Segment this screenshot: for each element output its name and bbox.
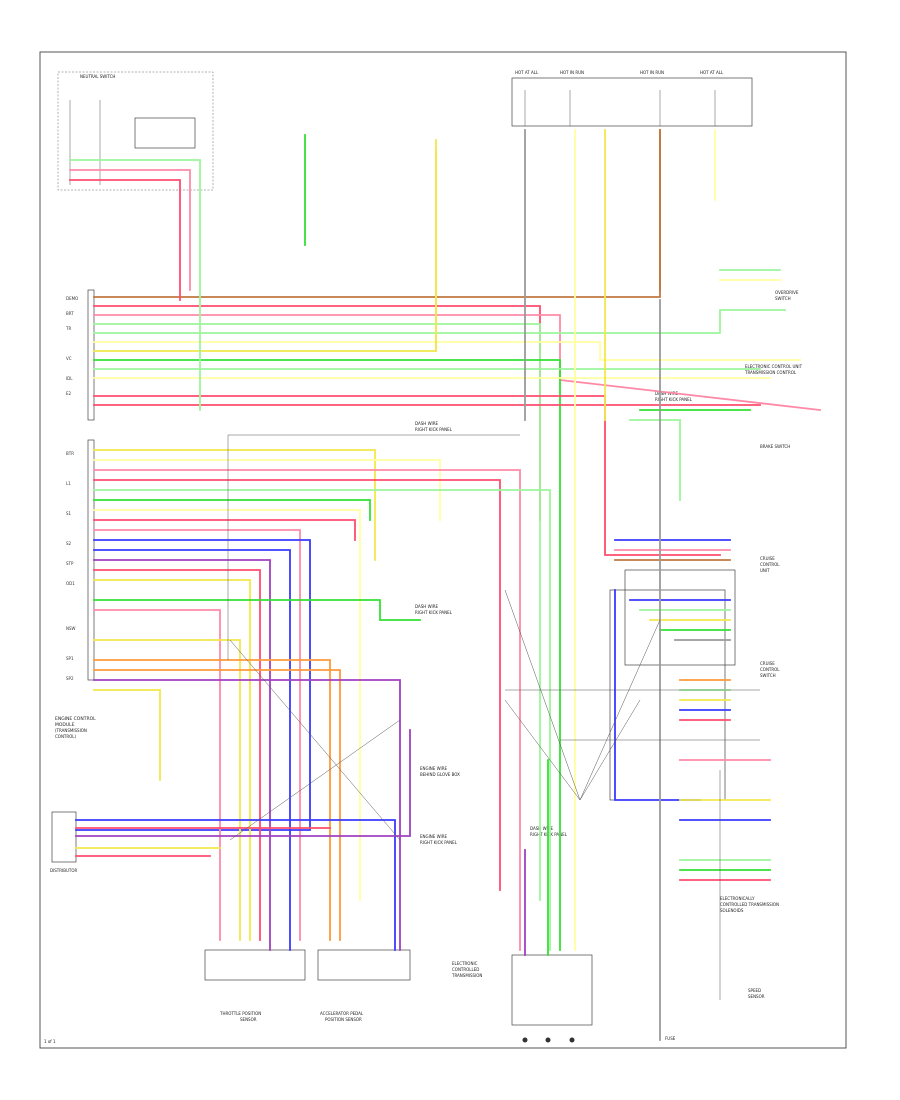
svg-text:CONTROL: CONTROL xyxy=(760,562,780,567)
svg-text:HOT AT ALL: HOT AT ALL xyxy=(515,70,539,75)
diagram-border xyxy=(39,51,847,1049)
svg-text:SPEED: SPEED xyxy=(748,988,761,993)
svg-text:TRANSMISSION: TRANSMISSION xyxy=(451,973,482,978)
neutral-switch-group: NEUTRAL SWITCH xyxy=(57,71,214,191)
svg-text:OD1: OD1 xyxy=(66,581,75,586)
svg-text:OVERDRIVE: OVERDRIVE xyxy=(775,290,799,295)
svg-text:ACCELERATOR PEDAL: ACCELERATOR PEDAL xyxy=(320,1011,364,1016)
svg-text:IDL: IDL xyxy=(66,376,73,381)
svg-text:CONTROL: CONTROL xyxy=(760,667,780,672)
svg-text:TRANSMISSION CONTROL: TRANSMISSION CONTROL xyxy=(744,370,797,375)
svg-text:UNIT: UNIT xyxy=(760,568,770,573)
svg-text:L1: L1 xyxy=(66,481,71,486)
svg-text:RIGHT KICK PANEL: RIGHT KICK PANEL xyxy=(415,427,453,432)
signal-lines xyxy=(227,434,760,1000)
svg-text:RIGHT KICK PANEL: RIGHT KICK PANEL xyxy=(415,610,453,615)
engine-control-module-pins: DEMO BRT TR VC IDL E2 BTR L1 S1 S2 STP O… xyxy=(65,289,95,681)
svg-text:HOT AT ALL: HOT AT ALL xyxy=(700,70,724,75)
svg-text:STP: STP xyxy=(66,561,74,566)
svg-text:HOT IN RUN: HOT IN RUN xyxy=(560,70,584,75)
svg-text:ELECTRONIC: ELECTRONIC xyxy=(452,961,478,966)
svg-text:CONTROL): CONTROL) xyxy=(55,734,77,739)
svg-text:DISTRIBUTOR: DISTRIBUTOR xyxy=(50,868,77,873)
svg-text:BTR: BTR xyxy=(66,451,74,456)
svg-text:CONTROLLED TRANSMISSION: CONTROLLED TRANSMISSION xyxy=(720,902,779,907)
transmission-control-box: ELECTRONIC CONTROLLED TRANSMISSION xyxy=(451,954,593,1043)
svg-text:POSITION SENSOR: POSITION SENSOR xyxy=(325,1017,362,1022)
svg-text:CRUISE: CRUISE xyxy=(760,556,775,561)
svg-text:SOLENOIDS: SOLENOIDS xyxy=(720,908,744,913)
svg-text:DASH WIRE: DASH WIRE xyxy=(415,604,438,609)
distributor: DISTRIBUTOR xyxy=(50,811,77,873)
svg-text:NEUTRAL SWITCH: NEUTRAL SWITCH xyxy=(80,74,115,79)
svg-text:THROTTLE POSITION: THROTTLE POSITION xyxy=(219,1011,261,1016)
fuse-box: HOT AT ALL HOT IN RUN HOT IN RUN HOT AT … xyxy=(511,70,753,127)
svg-text:MODULE: MODULE xyxy=(55,722,75,728)
svg-text:ELECTRONIC CONTROL UNIT: ELECTRONIC CONTROL UNIT xyxy=(745,364,803,369)
svg-text:ELECTRONICALLY: ELECTRONICALLY xyxy=(720,896,755,901)
svg-text:VC: VC xyxy=(66,356,72,361)
svg-text:DEMO: DEMO xyxy=(66,296,78,301)
svg-text:SWITCH: SWITCH xyxy=(760,673,776,678)
svg-text:DASH WIRE: DASH WIRE xyxy=(655,391,678,396)
throttle-position-sensor: THROTTLE POSITION SENSOR xyxy=(204,949,306,1022)
svg-text:RIGHT KICK PANEL: RIGHT KICK PANEL xyxy=(655,397,693,402)
svg-text:S2: S2 xyxy=(66,541,72,546)
svg-text:NSW: NSW xyxy=(66,626,76,631)
svg-text:DASH WIRE: DASH WIRE xyxy=(530,826,553,831)
svg-text:SENSOR: SENSOR xyxy=(748,994,765,999)
svg-text:S1: S1 xyxy=(66,511,72,516)
svg-text:BRAKE SWITCH: BRAKE SWITCH xyxy=(760,444,790,449)
page-code: 1 of 1 xyxy=(44,1039,56,1044)
svg-text:SENSOR: SENSOR xyxy=(240,1017,257,1022)
svg-text:HOT IN RUN: HOT IN RUN xyxy=(640,70,664,75)
svg-text:RIGHT KICK PANEL: RIGHT KICK PANEL xyxy=(420,840,458,845)
svg-text:E2: E2 xyxy=(66,391,72,396)
svg-text:SP1: SP1 xyxy=(66,656,74,661)
svg-text:SP2: SP2 xyxy=(66,676,74,681)
svg-text:SWITCH: SWITCH xyxy=(775,296,791,301)
svg-text:CRUISE: CRUISE xyxy=(760,661,775,666)
svg-text:BRT: BRT xyxy=(66,311,74,316)
accelerator-pedal-sensor: ACCELERATOR PEDAL POSITION SENSOR xyxy=(317,949,411,1022)
wire-group xyxy=(69,129,821,1041)
svg-text:ENGINE WIRE: ENGINE WIRE xyxy=(420,834,448,839)
svg-text:(TRANSMISSION: (TRANSMISSION xyxy=(55,728,87,733)
svg-text:ENGINE WIRE: ENGINE WIRE xyxy=(420,766,448,771)
tcm-connector: CRUISE CONTROL UNIT CRUISE CONTROL SWITC… xyxy=(609,556,780,801)
ecm-label: ENGINE CONTROL xyxy=(55,716,96,722)
svg-text:FUSE: FUSE xyxy=(665,1036,676,1041)
svg-text:BEHIND GLOVE BOX: BEHIND GLOVE BOX xyxy=(420,772,460,777)
svg-text:TR: TR xyxy=(65,326,71,331)
svg-text:DASH WIRE: DASH WIRE xyxy=(415,421,438,426)
svg-text:CONTROLLED: CONTROLLED xyxy=(452,967,479,972)
